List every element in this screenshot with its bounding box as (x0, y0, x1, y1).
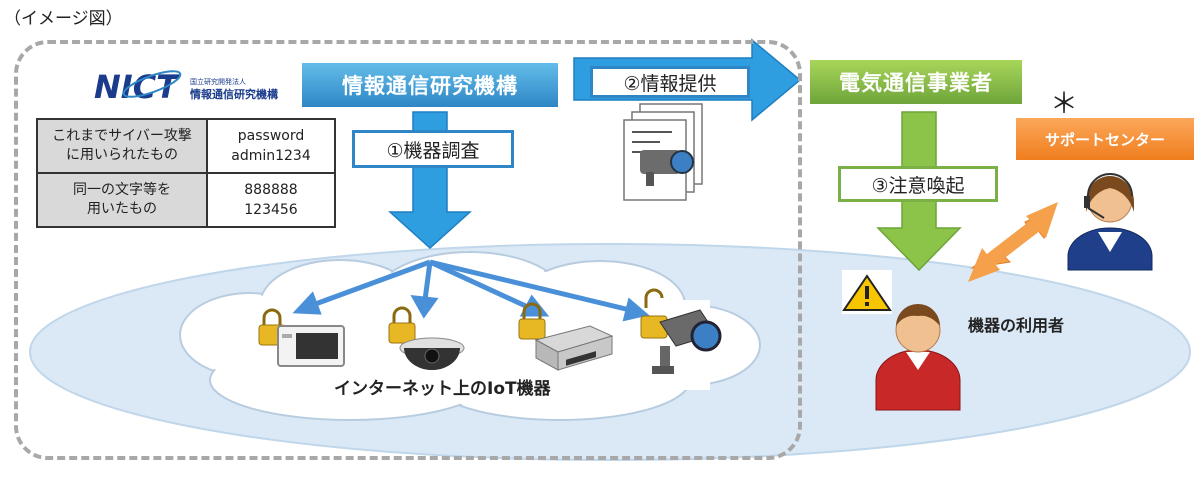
category-line2: 用いたもの (87, 201, 157, 217)
password-table: これまでサイバー攻撃 に用いられたもの password admin1234 同… (36, 118, 336, 228)
example-line2: admin1234 (231, 148, 311, 164)
category-line1: これまでサイバー攻撃 (52, 128, 192, 144)
table-row: 同一の文字等を 用いたもの 888888 123456 (36, 172, 336, 228)
category-line2: に用いられたもの (66, 147, 178, 163)
lock-icon-dome-camera (388, 306, 416, 344)
table-cell-examples: password admin1234 (206, 118, 336, 174)
asterisk-mark: ＊ (1050, 87, 1079, 120)
example-line1: 888888 (244, 182, 298, 198)
support-center-box: サポートセンター (1016, 118, 1194, 160)
nict-box: 情報通信研究機構 (302, 63, 558, 107)
telecom-box: 電気通信事業者 (810, 60, 1022, 104)
category-line1: 同一の文字等を (73, 182, 171, 198)
table-cell-category: 同一の文字等を 用いたもの (36, 172, 208, 228)
microwave-icon (277, 325, 345, 367)
example-line2: 123456 (244, 202, 298, 218)
support-operator-avatar (1067, 173, 1153, 271)
dome-camera-icon (399, 337, 465, 370)
nict-logo: NICT 国立研究開発法人 情報通信研究機構 (94, 68, 278, 106)
device-user-avatar (875, 304, 961, 411)
example-line1: password (237, 128, 305, 144)
caption: （イメージ図） (4, 9, 123, 29)
nict-scope-frame (14, 40, 802, 460)
table-row: これまでサイバー攻撃 に用いられたもの password admin1234 (36, 118, 336, 174)
lock-icon-recorder (518, 302, 546, 340)
document-stack-icon (623, 103, 703, 201)
recorder-icon (534, 325, 614, 371)
device-user-label: 機器の利用者 (968, 316, 1065, 335)
iot-devices-label: インターネット上のIoT機器 (334, 379, 551, 399)
table-cell-examples: 888888 123456 (206, 172, 336, 228)
orange-double-arrow-body (968, 202, 1058, 282)
nict-logo-subtitle: 国立研究開発法人 (190, 77, 246, 86)
security-camera-icon (652, 309, 722, 374)
nict-logo-name: 情報通信研究機構 (190, 87, 278, 101)
step3-label: ③注意喚起 (838, 166, 998, 202)
step1-arrow (388, 111, 472, 250)
warning-icon (842, 270, 892, 314)
step2-label: ②情報提供 (590, 66, 750, 98)
step1-label: ①機器調査 (352, 130, 514, 168)
table-cell-category: これまでサイバー攻撃 に用いられたもの (36, 118, 208, 174)
